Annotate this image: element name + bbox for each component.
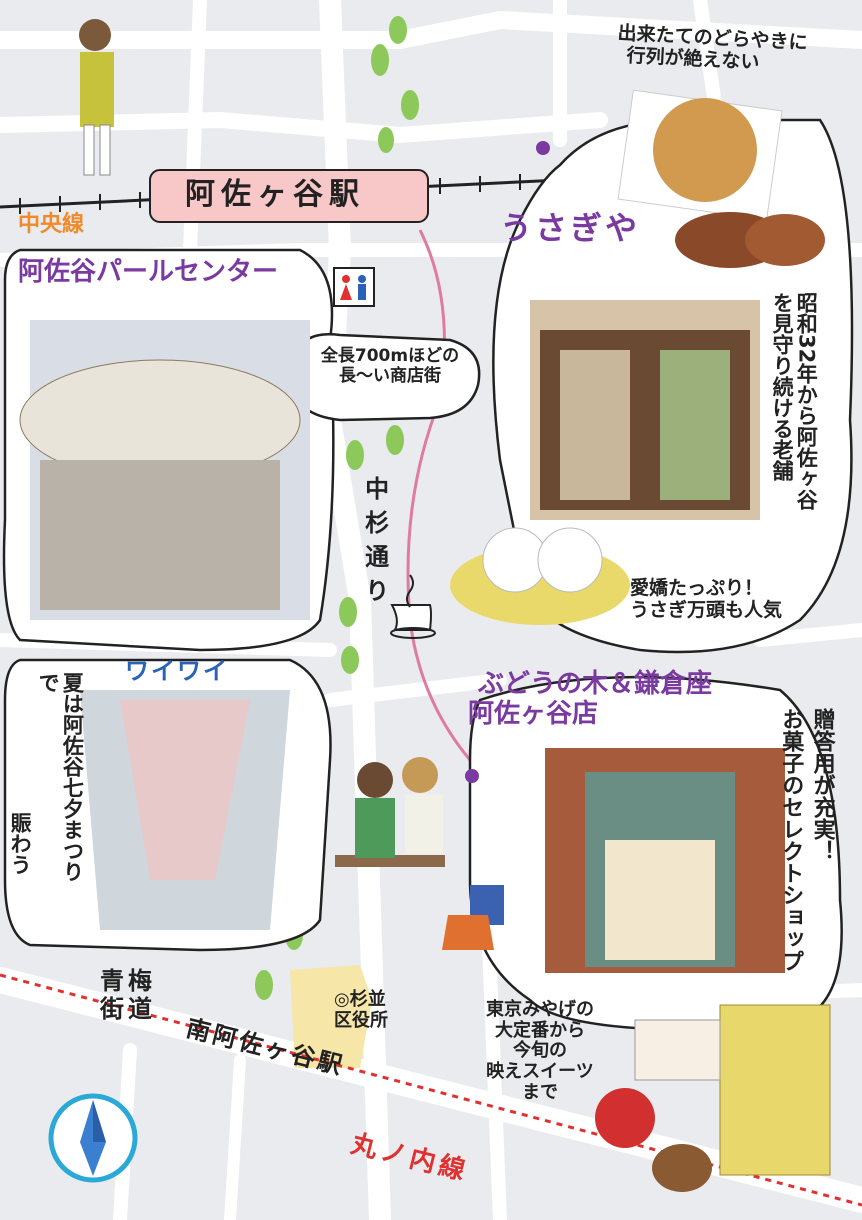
budou-description-line1: 贈答用が充実！ <box>809 708 835 862</box>
pearl-center-info-line2: 長〜い商店街 <box>339 365 441 386</box>
budou-souvenir-note-line3: 今旬の <box>513 1040 567 1062</box>
usagiya-description: 昭和32年から阿佐ヶ谷を見守り続ける老舗 <box>770 292 819 511</box>
info-700m-bubble <box>293 333 481 422</box>
budou-souvenir-note: 東京みやげの 大定番から 今旬の 映えスイーツ まで <box>470 999 610 1103</box>
pearl-center-name: 阿佐谷パールセンター <box>18 257 279 287</box>
ome-kaido-label: 青梅街道 <box>100 967 156 1023</box>
budou-shop-illustration <box>545 748 785 973</box>
tanabata-note-line1: 夏は阿佐谷七夕まつりで <box>36 672 85 882</box>
usagi-manju-illustration <box>450 527 630 625</box>
usagiya-storefront-illustration <box>530 300 760 520</box>
walking-woman-illustration <box>79 19 114 176</box>
waiwai-label: ワイワイ <box>125 657 229 685</box>
women-on-bench-illustration <box>335 757 445 867</box>
budou-name-line2: 阿佐ヶ谷店 <box>468 698 599 729</box>
map-pins <box>465 141 550 783</box>
budou-pin <box>465 769 479 783</box>
chuo-line-label: 中央線 <box>18 212 85 237</box>
usagiya-pin <box>536 141 550 155</box>
compass-icon <box>48 1093 138 1183</box>
asagaya-station-label: 阿佐ヶ谷駅 <box>185 177 365 212</box>
tanabata-note: 夏は阿佐谷七夕まつりで 賑わう <box>8 672 84 902</box>
budou-souvenir-note-line4: 映えスイーツ <box>486 1061 594 1083</box>
ward-office-area <box>290 965 372 1068</box>
ward-office-symbol: ◎ <box>334 989 350 1010</box>
budou-description: 贈答用が充実！ お菓子のセレクトショップ <box>778 708 835 1008</box>
pearl-center-gate-illustration <box>19 320 310 620</box>
arcade-illustration <box>80 690 290 930</box>
pearl-center-info-line1: 全長700mほどの <box>320 346 460 366</box>
ward-office-label: ◎杉並区役所 <box>334 989 394 1031</box>
budou-name: ぶどうの木＆鎌倉座 阿佐ヶ谷店 <box>468 669 713 730</box>
budou-souvenir-note-line1: 東京みやげの <box>486 999 594 1020</box>
nakasugi-dori-label: 中杉通り <box>360 476 389 612</box>
bags-illustration <box>442 885 504 950</box>
usagiya-name: うさぎや <box>500 209 641 247</box>
sweets-illustration <box>595 1004 831 1192</box>
asagaya-station-bg <box>149 169 429 223</box>
budou-name-line1: ぶどうの木＆鎌倉座 <box>478 669 713 699</box>
budou-souvenir-note-line5: まで <box>522 1081 558 1103</box>
trees <box>255 16 419 1000</box>
usagiya-manju-note: 愛嬌たっぷり！ うさぎ万頭も人気 <box>630 577 783 622</box>
marunouchi-line <box>0 973 862 1207</box>
budou-description-line2: お菓子のセレクトショップ <box>778 708 804 972</box>
usagiya-manju-note-line2: うさぎ万頭も人気 <box>630 598 783 621</box>
budou-souvenir-note-line2: 大定番から <box>495 1019 585 1041</box>
restroom-icon <box>333 267 375 307</box>
pearl-center-info: 全長700mほどの 長〜い商店街 <box>305 346 475 386</box>
ward-office-name: 杉並区役所 <box>334 989 388 1031</box>
tanabata-note-line2: 賑わう <box>8 812 33 875</box>
dorayaki-illustration <box>617 89 825 268</box>
coffee-icon <box>390 574 436 639</box>
usagiya-manju-note-line1: 愛嬌たっぷり！ <box>630 577 764 599</box>
